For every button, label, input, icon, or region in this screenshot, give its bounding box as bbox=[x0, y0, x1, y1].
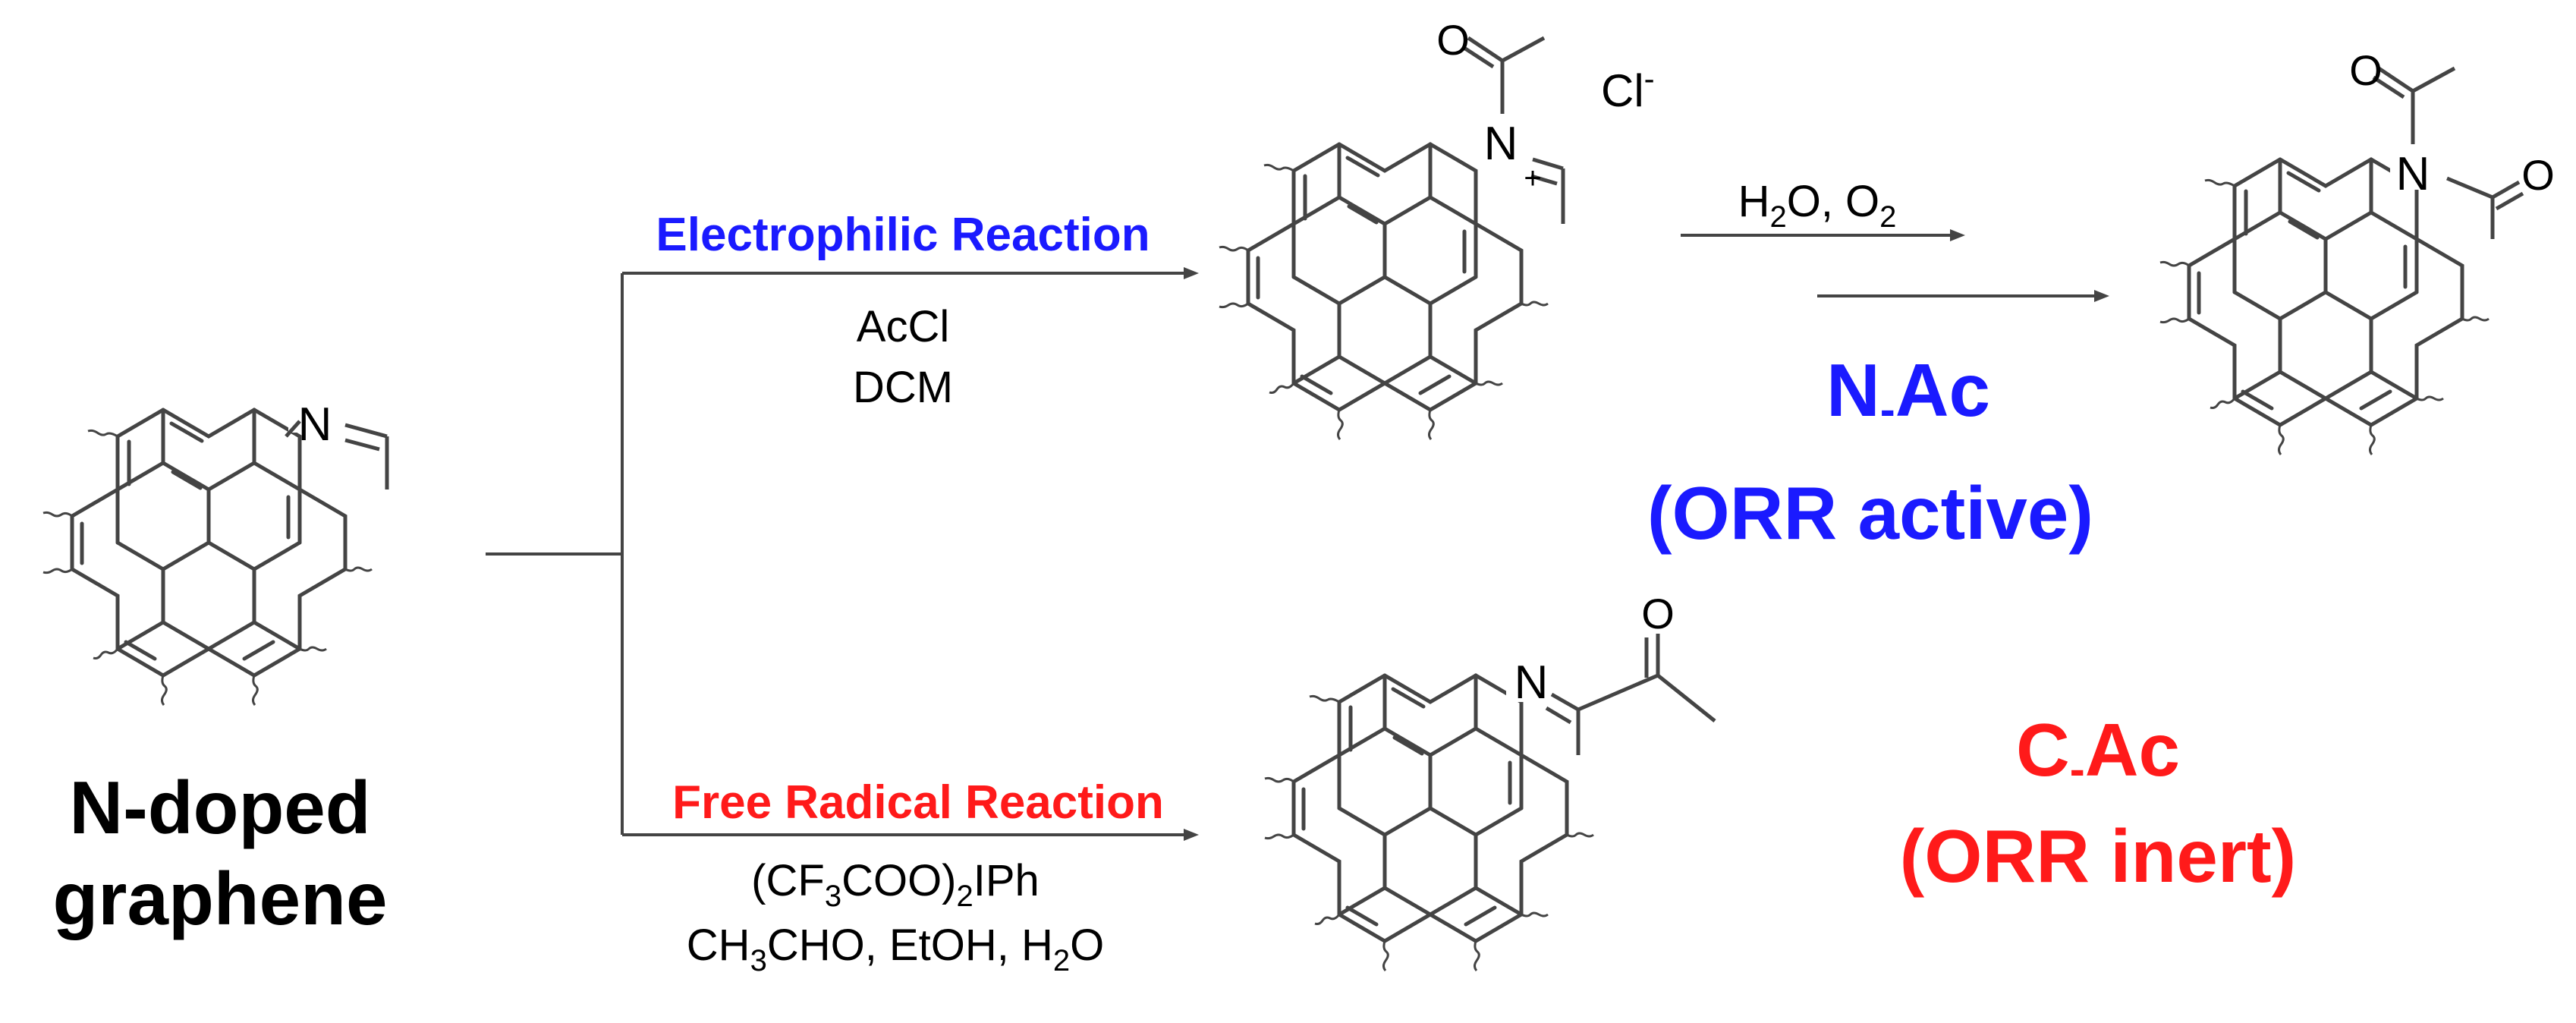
reagent-acetaldehyde-solvents: CH3CHO, EtOH, H2O bbox=[687, 921, 1104, 977]
reagent-dcm: DCM bbox=[853, 363, 953, 412]
step2-arrowhead-1 bbox=[1950, 229, 1965, 241]
reagent-accl: AcCl bbox=[857, 302, 949, 351]
start-n-atom: N bbox=[298, 398, 332, 451]
bottom-arrowhead bbox=[1184, 829, 1199, 841]
c-ac-label: C-Ac bbox=[2016, 708, 2180, 795]
top-arrowhead bbox=[1184, 267, 1199, 279]
intermediate-structure bbox=[1219, 36, 1565, 439]
starting-material-structure bbox=[43, 395, 389, 705]
n-ac-carbonyl-o: O bbox=[2521, 151, 2555, 199]
orr-inert-label: (ORR inert) bbox=[1900, 814, 2297, 898]
step2-arrowhead-2 bbox=[2094, 290, 2109, 302]
c-ac-n-atom: N bbox=[1514, 656, 1549, 709]
n-ac-n-atom: N bbox=[2396, 148, 2430, 200]
orr-active-label: (ORR active) bbox=[1647, 471, 2093, 555]
c-ac-product-structure bbox=[1265, 634, 1716, 971]
free-radical-reaction-label: Free Radical Reaction bbox=[672, 776, 1164, 829]
chloride-counterion: Cl- bbox=[1601, 61, 1655, 116]
intermediate-n-atom: N bbox=[1484, 118, 1518, 170]
n-ac-product-structure bbox=[2160, 66, 2524, 455]
n-ac-label: N-Ac bbox=[1826, 348, 1990, 435]
step2-reagents: H2O, O2 bbox=[1738, 177, 1897, 234]
branch-lines bbox=[486, 272, 1184, 836]
starting-material-label-line1: N-doped bbox=[69, 766, 370, 849]
n-ac-acetyl-o: O bbox=[2349, 46, 2383, 94]
reagent-iodane: (CF3COO)2IPh bbox=[751, 856, 1040, 913]
intermediate-plus-charge: + bbox=[1524, 162, 1541, 195]
electrophilic-reaction-label: Electrophilic Reaction bbox=[656, 209, 1150, 261]
c-ac-acetyl-o: O bbox=[1641, 590, 1675, 637]
step2-arrows bbox=[1681, 234, 2094, 297]
starting-material-label-line2: graphene bbox=[52, 857, 387, 940]
intermediate-acetyl-o: O bbox=[1436, 16, 1470, 64]
